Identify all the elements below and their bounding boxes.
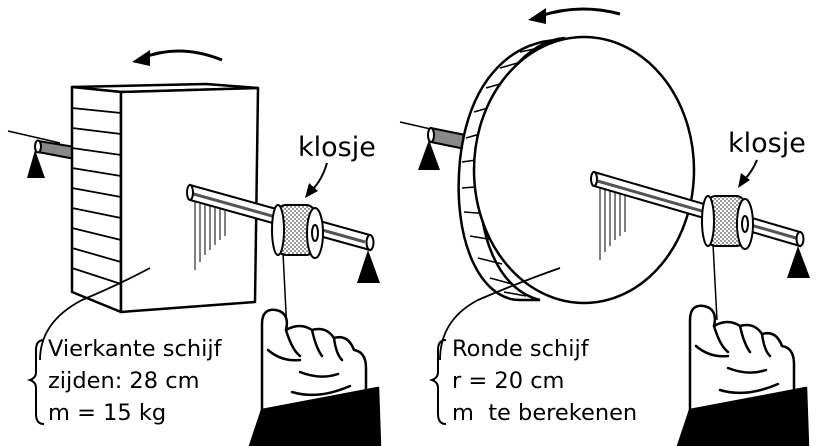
right-hand-icon — [676, 304, 810, 446]
left-back-axle — [34, 139, 76, 161]
right-rotation-arrow — [528, 7, 621, 24]
right-leader-line — [439, 267, 561, 361]
left-spool-pointer — [305, 162, 328, 198]
right-back-support — [418, 140, 440, 170]
right-text-line-2: r = 20 cm — [452, 368, 564, 394]
right-text-line-3: m te berekenen — [452, 400, 637, 426]
square-disc-hatching — [71, 107, 122, 285]
right-panel: klosje Ronde schijf r = 20 cm m te berek… — [399, 7, 810, 446]
right-string — [712, 243, 718, 321]
left-brace — [26, 339, 45, 425]
left-rotation-arrow — [132, 49, 223, 66]
right-spool-label: klosje — [728, 128, 806, 159]
right-spool — [701, 195, 754, 250]
right-text-line-1: Ronde schijf — [452, 336, 590, 362]
right-spool-pointer — [738, 159, 758, 188]
left-hand-icon — [248, 308, 382, 446]
left-text-line-2: zijden: 28 cm — [48, 368, 200, 394]
left-text-line-3: m = 15 kg — [48, 400, 166, 426]
left-back-support — [27, 150, 45, 178]
round-disc — [457, 35, 696, 305]
left-spool-label: klosje — [298, 132, 376, 163]
right-brace — [428, 339, 447, 425]
left-panel: klosje Vierkante schijf zijden: 28 cm m … — [7, 49, 382, 446]
left-text-line-1: Vierkante schijf — [48, 336, 223, 362]
left-front-support — [357, 250, 380, 283]
left-axis-line — [7, 130, 61, 144]
right-front-support — [787, 246, 810, 278]
left-spool — [271, 204, 324, 259]
